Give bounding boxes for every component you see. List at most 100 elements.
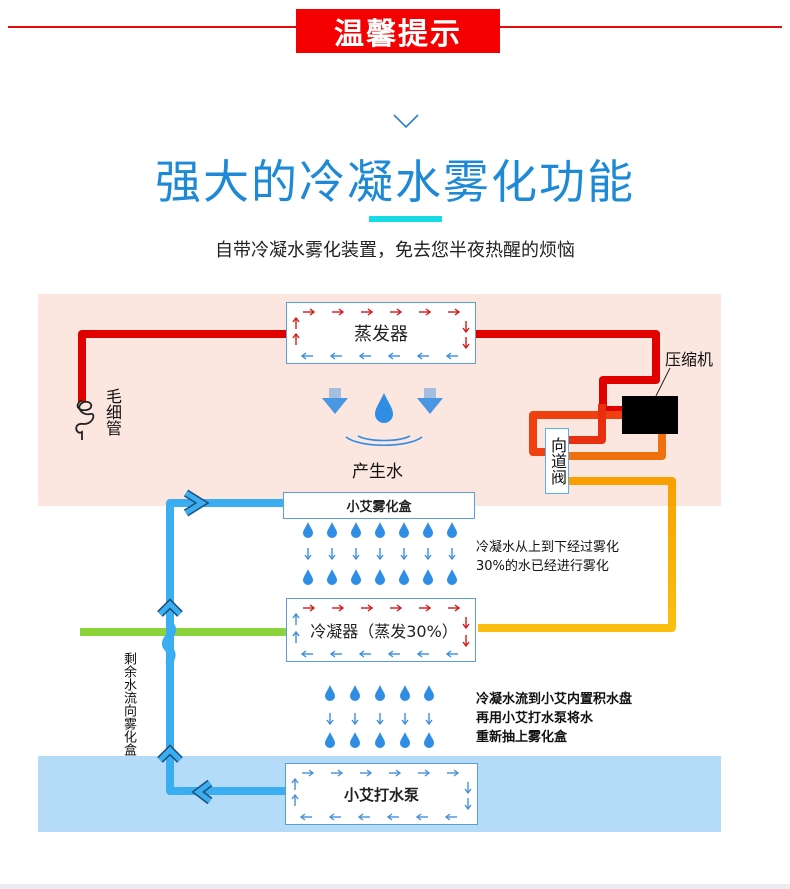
- water-drop-icon: [400, 685, 410, 701]
- arrow-left-icon: [357, 813, 370, 821]
- arrow-right-icon: [419, 604, 432, 612]
- atomize-note-line-2: 30%的水已经进行雾化: [476, 559, 609, 574]
- title-underline: [369, 216, 442, 222]
- arrow-right-icon: [419, 308, 432, 316]
- arrow-right-icon: [389, 769, 402, 777]
- compressor-block: [622, 396, 678, 434]
- condenser-box: 冷凝器（蒸发30%）: [286, 598, 476, 662]
- arrow-down-icon: [464, 798, 472, 811]
- arrow-left-icon: [358, 650, 371, 658]
- compressor-leader-line: [654, 367, 671, 399]
- water-drop-icon: [399, 522, 409, 538]
- water-drop-icon: [327, 522, 337, 538]
- arrow-up-icon: [291, 777, 299, 790]
- pipe-compressor-valve-3: [567, 432, 666, 460]
- atomize-note-line-1: 冷凝水从上到下经过雾化: [476, 540, 620, 555]
- arrow-left-icon: [444, 813, 457, 821]
- footer-bar: [0, 884, 790, 889]
- chevron-down-icon: [393, 114, 419, 129]
- arrow-left-icon: [299, 813, 312, 821]
- arrow-down-icon: [376, 548, 384, 561]
- header-divider-left: [8, 26, 298, 28]
- page-subtitle: 自带冷凝水雾化装置，免去您半夜热醒的烦恼: [215, 240, 575, 261]
- arrow-down-icon: [304, 548, 312, 561]
- pipe-water-up: [166, 499, 288, 628]
- water-drop-icon: [375, 393, 393, 423]
- arrow-up-icon: [292, 630, 300, 643]
- water-drop-icon: [351, 522, 361, 538]
- evaporator-label: 蒸发器: [354, 324, 408, 345]
- water-produced-label: 产生水: [352, 462, 403, 482]
- arrow-right-icon: [303, 308, 316, 316]
- water-drop-icon: [375, 522, 385, 538]
- water-drop-icon: [350, 732, 360, 748]
- water-drop-icon: [351, 569, 361, 585]
- arrow-left-icon: [328, 813, 341, 821]
- atomizer-label: 小艾雾化盒: [346, 500, 412, 515]
- arrow-left-icon: [416, 650, 429, 658]
- arrow-down-icon: [326, 713, 334, 726]
- arrow-right-icon: [447, 769, 460, 777]
- water-drop-icon: [424, 685, 434, 701]
- arrow-down-icon: [462, 321, 470, 334]
- pump-note-line-3: 重新抽上雾化盒: [476, 730, 568, 745]
- arrow-right-icon: [390, 308, 403, 316]
- pump-note-line-2: 再用小艾打水泵将水: [476, 711, 594, 726]
- arrow-left-icon: [300, 650, 313, 658]
- arrow-left-icon: [416, 352, 429, 360]
- arrow-right-icon: [303, 604, 316, 612]
- arrow-right-icon: [390, 604, 403, 612]
- arrow-left-icon: [445, 352, 458, 360]
- header-divider-right: [498, 26, 782, 28]
- evaporator-box: 蒸发器: [286, 302, 476, 364]
- water-drop-icon: [327, 569, 337, 585]
- arrow-right-icon: [360, 769, 373, 777]
- compressor-label: 压缩机: [665, 350, 714, 369]
- arrow-right-icon: [361, 604, 374, 612]
- arrow-up-icon: [292, 316, 300, 329]
- water-drop-icon: [424, 732, 434, 748]
- arrow-right-icon: [302, 769, 315, 777]
- page-title: 强大的冷凝水雾化功能: [155, 155, 635, 209]
- evaporator-down-arrows: [322, 388, 443, 414]
- water-drop-icon: [423, 569, 433, 585]
- arrow-down-icon: [462, 617, 470, 630]
- header-badge: 温馨提示: [296, 9, 500, 53]
- pump-note-line-1: 冷凝水流到小艾内置积水盘: [476, 692, 633, 707]
- pipe-water-return: [166, 625, 290, 795]
- water-drop-icon: [447, 569, 457, 585]
- arrow-down-icon: [462, 337, 470, 350]
- arrow-up-icon: [292, 612, 300, 625]
- pipe-evaporator-left: [78, 330, 290, 402]
- water-drop-icon: [325, 732, 335, 748]
- arrow-right-icon: [448, 604, 461, 612]
- water-drop-icon: [303, 522, 313, 538]
- remaining-water-label: 剩余水流向雾化盒: [121, 652, 136, 756]
- arrow-down-icon: [448, 548, 456, 561]
- arrow-down-icon: [376, 713, 384, 726]
- water-drop-icon: [303, 569, 313, 585]
- pump-label: 小艾打水泵: [343, 785, 419, 804]
- arrow-left-icon: [386, 813, 399, 821]
- arrow-right-icon: [418, 769, 431, 777]
- pipe-evaporator-right: [475, 330, 660, 414]
- arrow-right-icon: [331, 769, 344, 777]
- arrow-right-icon: [332, 308, 345, 316]
- atomizer-box: 小艾雾化盒: [283, 492, 475, 519]
- arrow-right-icon: [332, 604, 345, 612]
- water-drop-icon: [400, 732, 410, 748]
- capillary-coil-icon: [75, 399, 95, 440]
- arrow-down-icon: [401, 713, 409, 726]
- arrow-left-icon: [358, 352, 371, 360]
- arrow-left-icon: [445, 650, 458, 658]
- arrow-left-icon: [300, 352, 313, 360]
- pipe-water-wave: [162, 622, 176, 666]
- capillary-label: 毛细管: [103, 388, 122, 436]
- water-drop-icon: [423, 522, 433, 538]
